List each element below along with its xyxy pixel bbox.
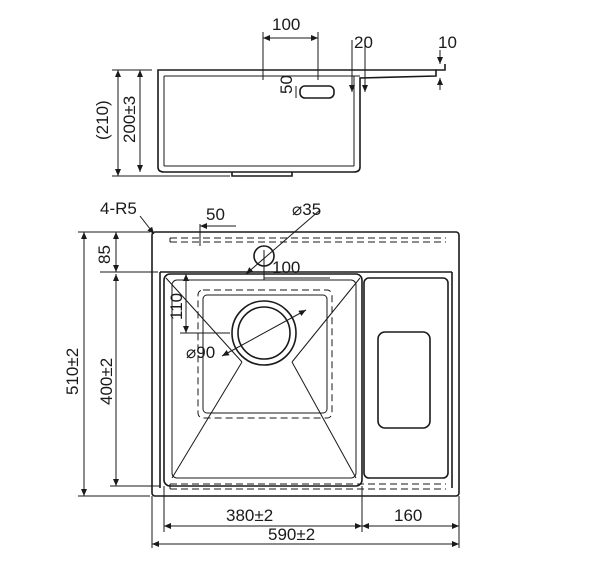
dim-drainer-length: 160: [394, 506, 422, 525]
corner-radius-label: 4-R5: [100, 199, 137, 218]
dim-tap-hole-offset: 50: [206, 205, 225, 224]
side-view-drain-outlet: [231, 172, 293, 177]
dim-overflow-height: 50: [277, 75, 296, 94]
side-view-bowl-profile: [157, 69, 437, 173]
dim-bowl-width: 400±2: [97, 358, 116, 405]
top-view-outline: [151, 231, 460, 497]
top-view: 4-R5 50 ⌀35 100 85 110 ⌀90 510±2 400±2: [63, 199, 460, 548]
dim-total-depth: (210): [93, 100, 112, 140]
dim-back-deck: 85: [95, 245, 114, 264]
dim-bowl-depth: 200±3: [120, 96, 139, 143]
dim-bowl-length: 380±2: [226, 506, 273, 525]
dim-total-length: 590±2: [268, 525, 315, 544]
dim-drain-dia: ⌀90: [186, 343, 215, 362]
dim-overflow-width: 100: [272, 15, 300, 34]
dim-total-width: 510±2: [63, 348, 82, 395]
dim-deck-step: 20: [354, 33, 373, 52]
dim-tap-hole-pos: 100: [272, 258, 300, 277]
dim-deck-thickness: 10: [438, 33, 457, 52]
side-view-overflow-slot: [299, 85, 335, 99]
top-view-overflow-slot: [377, 331, 431, 429]
dim-drain-offset: 110: [167, 293, 186, 320]
top-view-bowl: [163, 273, 363, 487]
side-view: 100 50 20 10 (210) 200±3: [93, 15, 457, 177]
dim-tap-hole-dia: ⌀35: [292, 200, 321, 219]
top-view-drainer: [363, 277, 449, 479]
